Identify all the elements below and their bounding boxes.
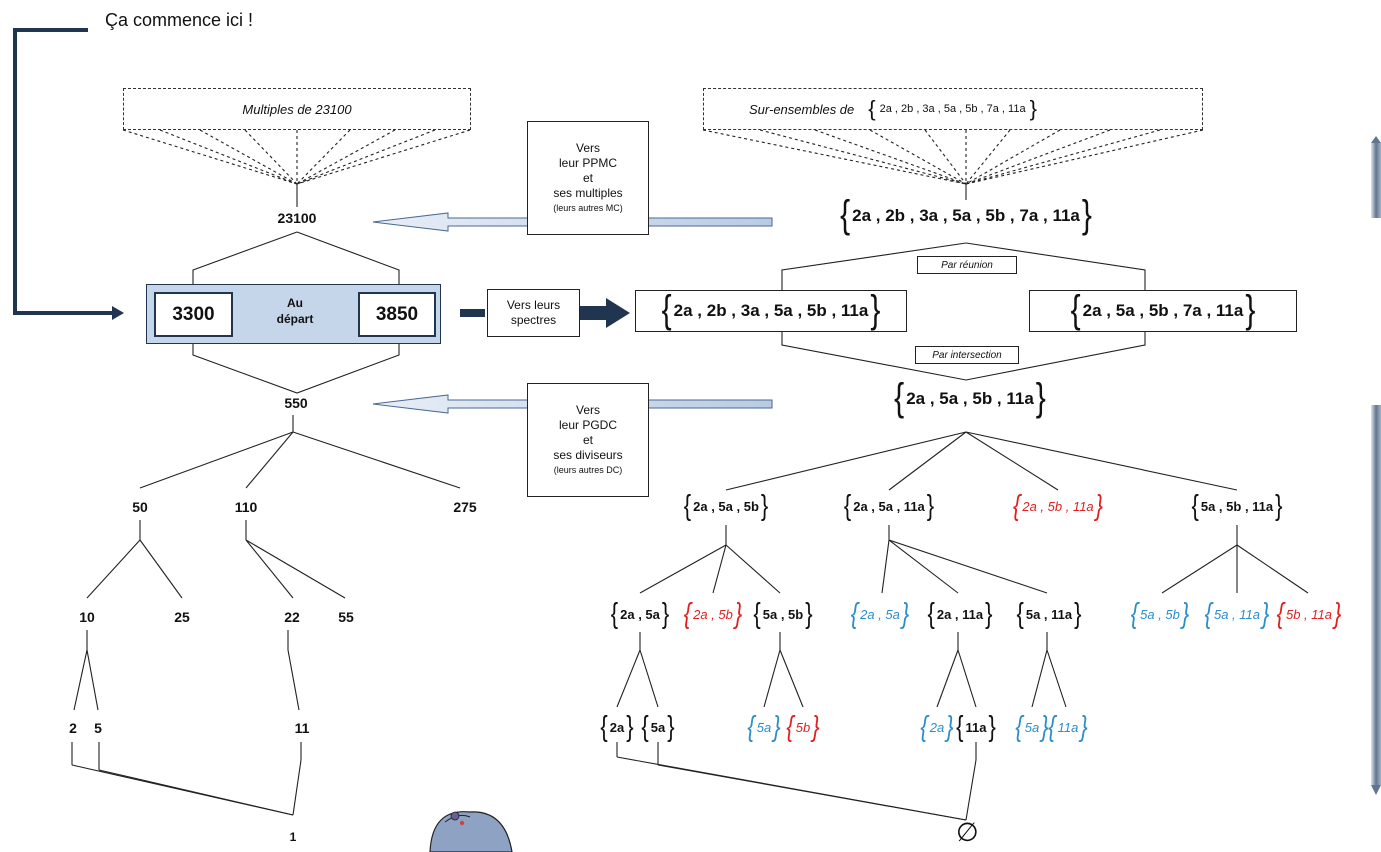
ppmc-note-line: et xyxy=(582,170,593,185)
divisor-node: 22 xyxy=(284,609,300,625)
set-text: 2a , 5a , 5b , 11a xyxy=(906,389,1034,408)
surens-box: Sur-ensembles de { 2a , 2b , 3a , 5a , 5… xyxy=(703,88,1203,130)
surens-set: { 2a , 2b , 3a , 5a , 5b , 7a , 11a } xyxy=(868,96,1037,122)
subset-node-blue: {2a , 5a} xyxy=(850,597,910,630)
set-text: 2a , 2b , 3a , 5a , 5b , 11a xyxy=(673,301,869,320)
union-set: {2a , 2b , 3a , 5a , 5b , 7a , 11a} xyxy=(840,193,1092,237)
intersection-set: {2a , 5a , 5b , 11a} xyxy=(894,376,1046,420)
multiples-box: Multiples de 23100 xyxy=(123,88,471,130)
pgdc-note-line: ses diviseurs xyxy=(553,447,623,462)
divisor-node: 10 xyxy=(79,609,95,625)
pgdc-note-line: et xyxy=(582,432,593,447)
ppmc-note-line: leur PPMC xyxy=(558,155,617,170)
ppmc-note-line: Vers xyxy=(575,140,600,155)
singleton-node-blue: {11a} xyxy=(1048,710,1088,743)
spectre-b-box: {2a , 5a , 5b , 7a , 11a} xyxy=(1029,290,1297,332)
singleton-node-blue: {5a} xyxy=(1015,710,1049,743)
subset-node: {2a , 11a} xyxy=(927,597,993,630)
divisor-node: 2 xyxy=(69,720,77,736)
par-intersection-label: Par intersection xyxy=(915,346,1019,364)
set-text: 2a , 5a , 5b , 7a , 11a xyxy=(1082,301,1244,320)
divisor-node: 55 xyxy=(338,609,354,625)
singleton-node-blue: {2a} xyxy=(920,710,954,743)
start-label: Ça commence ici ! xyxy=(105,10,254,30)
spectre-b: {2a , 5a , 5b , 7a , 11a} xyxy=(1070,288,1256,332)
divisor-node: 25 xyxy=(174,609,190,625)
subset-node: {2a , 5a , 5b} xyxy=(683,489,769,522)
divisor-node: 50 xyxy=(132,499,148,515)
divisor-one: 1 xyxy=(289,830,297,844)
divisor-node: 11 xyxy=(294,720,310,736)
surens-label: Sur-ensembles de xyxy=(749,101,855,117)
subset-node-red: {5b , 11a} xyxy=(1276,597,1342,630)
subset-node: {2a , 5a} xyxy=(610,597,670,630)
subset-node-blue: {5a , 5b} xyxy=(1130,597,1190,630)
ppmc-value: 23100 xyxy=(277,210,317,226)
ppmc-note: Vers leur PPMC et ses multiples (leurs a… xyxy=(527,121,649,235)
subset-node: {2a , 5a , 11a} xyxy=(843,489,935,522)
singleton-node-blue: {5a} xyxy=(747,710,781,743)
singleton-node-red: {5b} xyxy=(786,710,820,743)
brace-open: { xyxy=(868,96,876,121)
value-b: 3850 xyxy=(358,292,436,337)
divisor-node: 110 xyxy=(234,499,258,515)
singleton-node: {2a} xyxy=(600,710,634,743)
value-a: 3300 xyxy=(154,292,233,337)
subset-node: {5a , 5b} xyxy=(753,597,813,630)
multiples-label: Multiples de 23100 xyxy=(242,101,352,117)
spectre-a: {2a , 2b , 3a , 5a , 5b , 11a} xyxy=(661,288,881,332)
subset-node: {5a , 11a} xyxy=(1016,597,1082,630)
singleton-node: {5a} xyxy=(641,710,675,743)
subset-node-red: {2a , 5b} xyxy=(683,597,743,630)
singleton-node: {11a} xyxy=(956,710,996,743)
subset-node-red: {2a , 5b , 11a} xyxy=(1012,489,1104,522)
par-reunion-label: Par réunion xyxy=(917,256,1017,274)
pgdc-note: Vers leur PGDC et ses diviseurs (leurs a… xyxy=(527,383,649,497)
divisor-node: 275 xyxy=(453,499,477,515)
brace-close: } xyxy=(1029,96,1037,121)
pgdc-note-line: leur PGDC xyxy=(558,417,617,432)
empty-set-symbol: ∅ xyxy=(956,818,979,848)
pgdc-note-line: Vers xyxy=(575,402,600,417)
ppmc-note-line: (leurs autres MC) xyxy=(553,202,623,213)
divisor-node: 5 xyxy=(94,720,102,736)
spectre-note-line: spectres xyxy=(510,313,557,327)
ppmc-note-line: ses multiples xyxy=(553,185,623,200)
set-text: 2a , 2b , 3a , 5a , 5b , 7a , 11a xyxy=(852,206,1080,225)
pgdc-value: 550 xyxy=(284,395,308,411)
spectre-note-line: Vers leurs xyxy=(506,298,561,312)
subset-node-blue: {5a , 11a} xyxy=(1204,597,1270,630)
spectre-note: Vers leurs spectres xyxy=(487,289,580,337)
start-title: Au départ xyxy=(276,296,314,326)
pgdc-note-line: (leurs autres DC) xyxy=(553,464,623,475)
surens-set-text: 2a , 2b , 3a , 5a , 5b , 7a , 11a xyxy=(879,103,1026,115)
subset-node: {5a , 5b , 11a} xyxy=(1191,489,1283,522)
spectre-a-box: {2a , 2b , 3a , 5a , 5b , 11a} xyxy=(635,290,907,332)
